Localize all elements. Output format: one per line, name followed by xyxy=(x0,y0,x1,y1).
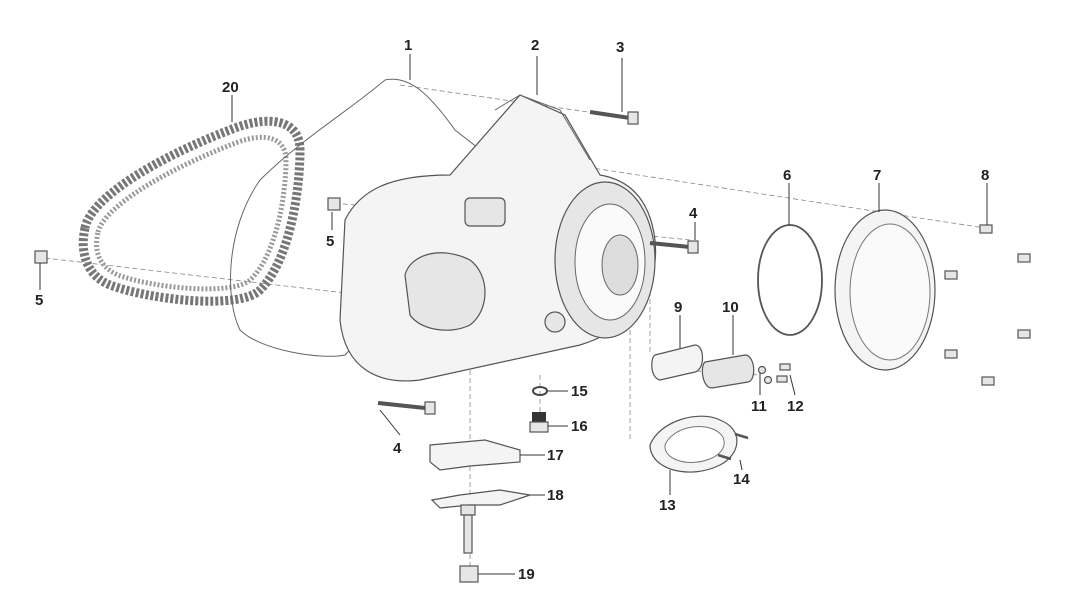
tensioner-bracket xyxy=(430,489,531,509)
primary-cover-gasket xyxy=(229,78,501,357)
leader-lines xyxy=(39,54,988,575)
callout-5-left: 5 xyxy=(35,292,43,309)
callout-9: 9 xyxy=(674,299,682,316)
tensioner-nut xyxy=(459,565,479,583)
callout-11: 11 xyxy=(751,398,767,415)
tensioner-bolt xyxy=(460,504,476,554)
callout-5-top: 5 xyxy=(326,233,334,250)
drain-washer xyxy=(532,386,548,396)
cover-bolt-bottom xyxy=(377,401,436,415)
callout-1: 1 xyxy=(404,37,412,54)
oval-cover-screws xyxy=(717,432,749,461)
inspection-plate xyxy=(701,354,755,389)
chain-nut-left xyxy=(34,250,48,264)
oval-inspection-cover xyxy=(649,415,738,473)
chain-tensioner-shoe xyxy=(429,439,521,471)
inspection-gasket xyxy=(651,344,704,381)
callout-7: 7 xyxy=(873,167,881,184)
callout-13: 13 xyxy=(659,497,676,514)
callout-4-bottom: 4 xyxy=(393,440,402,457)
callout-6: 6 xyxy=(783,167,791,184)
callout-10: 10 xyxy=(722,299,739,316)
callout-15: 15 xyxy=(571,383,588,400)
callout-17: 17 xyxy=(547,447,564,464)
derby-screws xyxy=(944,224,1031,386)
chain-nut-top xyxy=(327,197,341,211)
callout-16: 16 xyxy=(571,418,588,435)
callout-labels: 1 2 3 4 4 5 5 6 7 8 9 10 11 12 13 14 15 … xyxy=(35,37,989,583)
cover-bolt-long xyxy=(589,110,639,125)
primary-cover xyxy=(339,94,657,382)
callout-20: 20 xyxy=(222,79,239,96)
derby-cover xyxy=(834,209,936,371)
callout-12: 12 xyxy=(787,398,804,415)
callout-18: 18 xyxy=(547,487,564,504)
primary-chain xyxy=(78,116,305,306)
callout-3: 3 xyxy=(616,39,624,56)
callout-19: 19 xyxy=(518,566,535,583)
callout-2: 2 xyxy=(531,37,539,54)
cover-bolt-right xyxy=(649,240,699,254)
plate-screws xyxy=(757,363,791,385)
callout-8: 8 xyxy=(981,167,989,184)
callout-4-top: 4 xyxy=(689,205,698,222)
o-ring xyxy=(757,224,823,336)
callout-14: 14 xyxy=(733,471,750,488)
drain-plug xyxy=(529,412,549,433)
